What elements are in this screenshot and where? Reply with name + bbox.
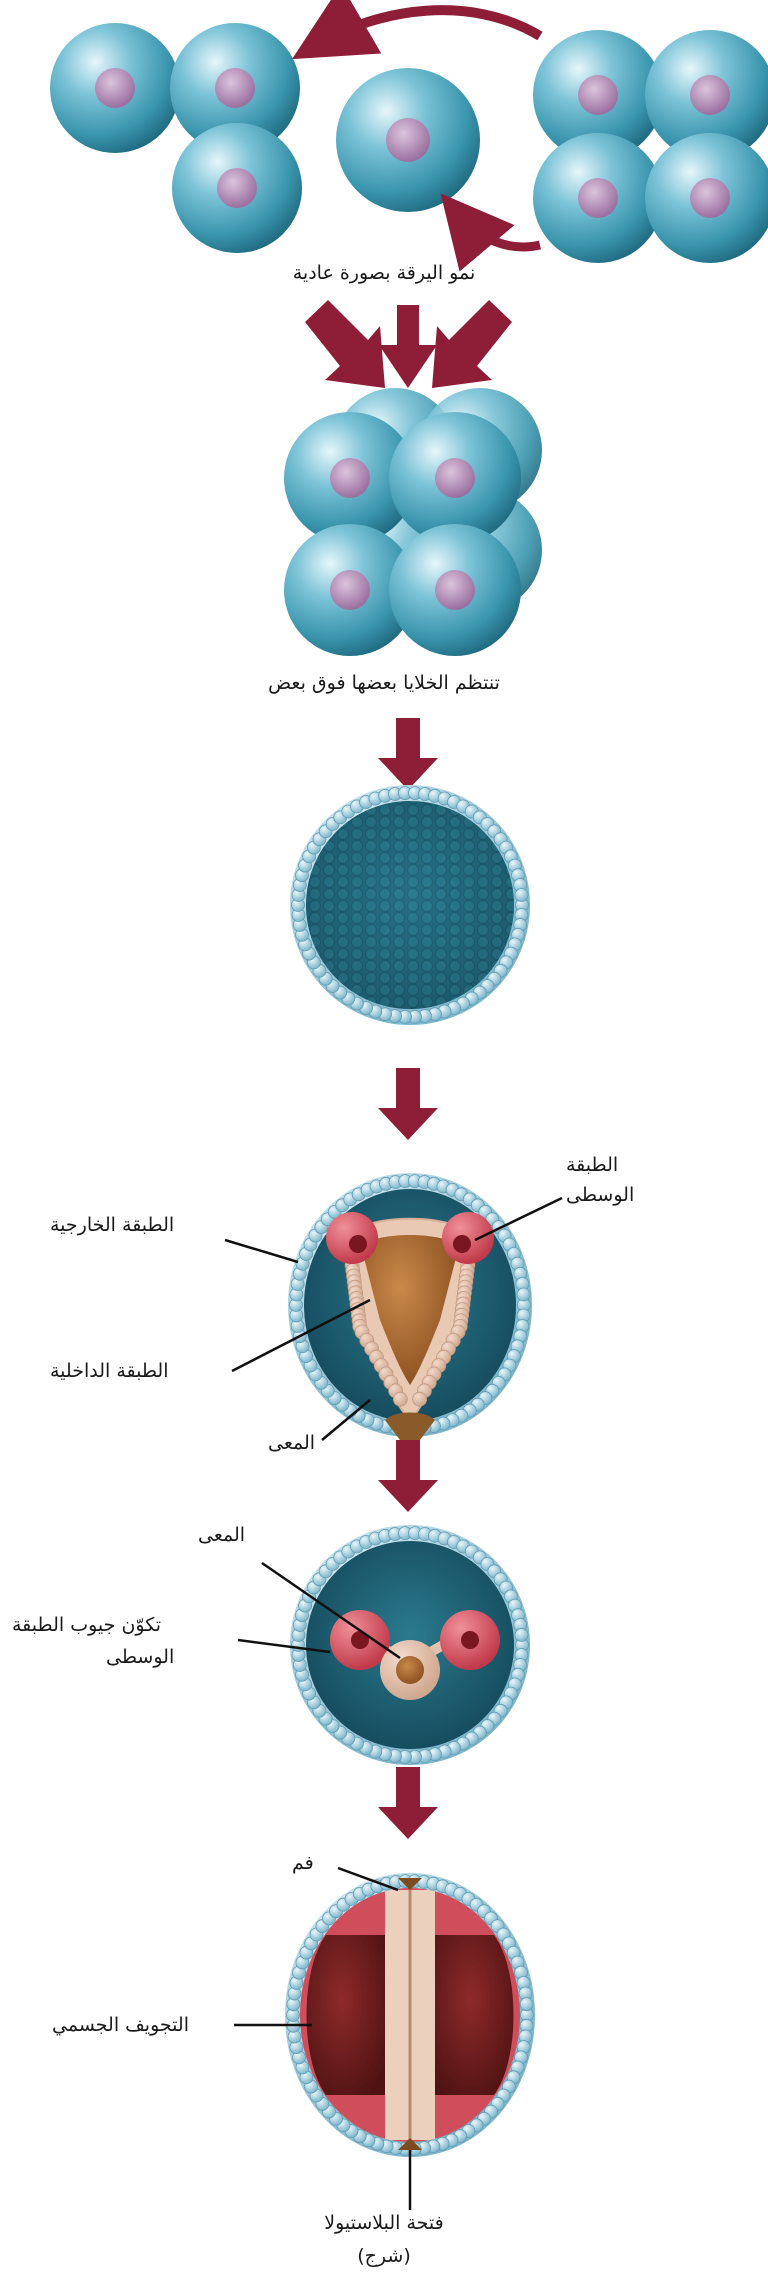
- label-ectoderm: الطبقة الخارجية: [50, 1210, 174, 1240]
- label-mesoderm-line1: الطبقة: [566, 1150, 618, 1180]
- label-mesoderm-pouches-line1: تكوّن جيوب الطبقة: [12, 1610, 161, 1640]
- label-coelom: التجويف الجسمي: [52, 2010, 189, 2040]
- caption-cells-stack: تنتظم الخلايا بعضها فوق بعض: [0, 672, 768, 694]
- ectoderm-bead: [515, 889, 528, 902]
- stacked-cells: [284, 388, 542, 656]
- endoderm-bead: [393, 1392, 407, 1406]
- label-mesoderm-line2: الوسطى: [566, 1180, 634, 1210]
- curved-arrow-bottom: [458, 214, 540, 247]
- caption-normal-growth: نمو اليرقة بصورة عادية: [0, 262, 768, 284]
- ectoderm-bead: [520, 1998, 533, 2011]
- ectoderm-bead: [515, 1629, 528, 1642]
- cleavage-three-cells: [50, 23, 302, 253]
- cleavage-four-cells: [533, 30, 768, 263]
- converging-arrows: [305, 300, 512, 388]
- label-gut-2: المعى: [198, 1520, 245, 1550]
- label-mesoderm-pouches-line2: الوسطى: [106, 1642, 174, 1672]
- caption-blastopore-line1: فتحة البلاستيولا: [0, 2212, 768, 2234]
- label-endoderm: الطبقة الداخلية: [50, 1356, 169, 1386]
- coelom-formed: [285, 1873, 535, 2157]
- single-cell: [336, 68, 480, 212]
- ectoderm-bead: [517, 1288, 530, 1301]
- label-gut-1: المعى: [268, 1428, 315, 1458]
- gastrula: [288, 1173, 532, 1440]
- label-mouth: فم: [292, 1848, 314, 1878]
- endoderm-bead: [413, 1392, 427, 1406]
- curved-arrow-top: [318, 10, 540, 44]
- caption-blastopore-line2: (شرج): [0, 2245, 768, 2267]
- blastula: [290, 785, 530, 1025]
- coelom-stage: [290, 1525, 530, 1765]
